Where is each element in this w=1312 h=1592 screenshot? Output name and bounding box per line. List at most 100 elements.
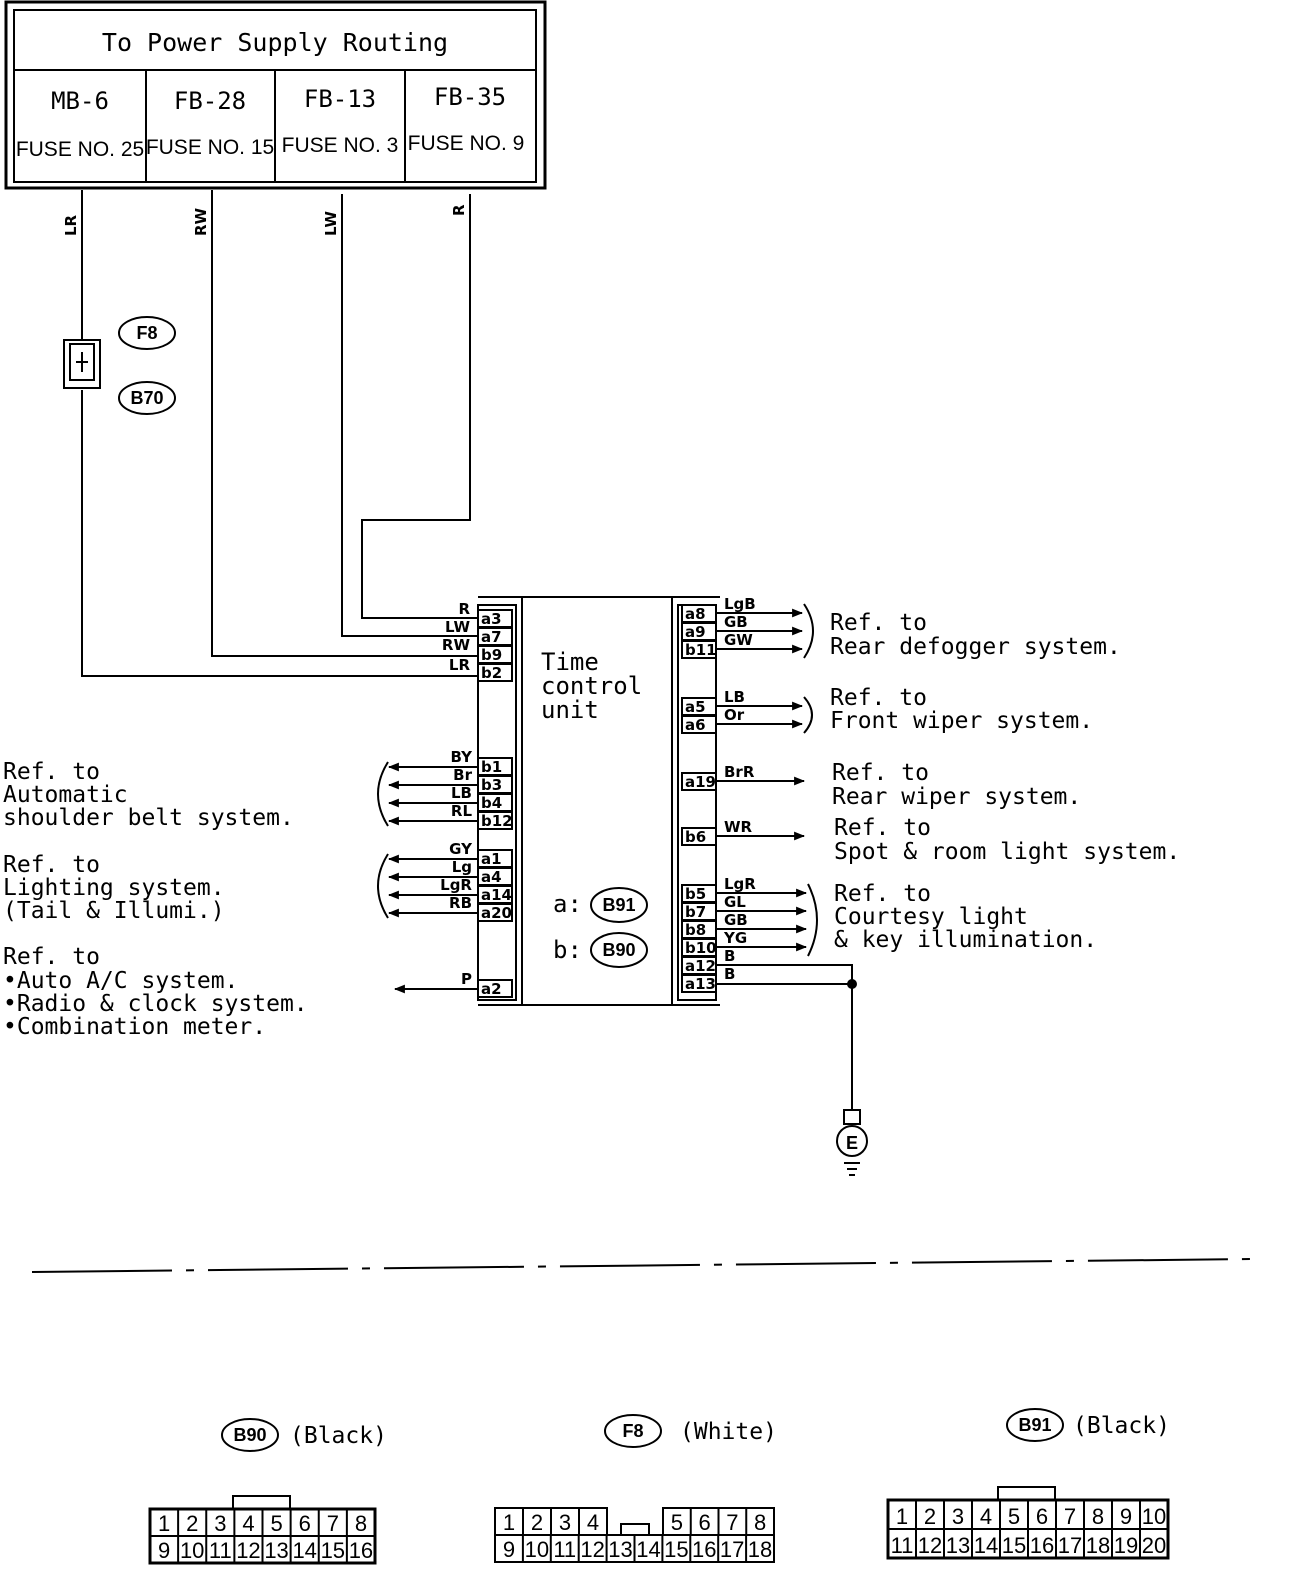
- b90-pin-2: 2: [186, 1511, 198, 1536]
- b90-pin-15: 15: [321, 1538, 345, 1563]
- b91-pin-8: 8: [1092, 1504, 1104, 1529]
- ground-circuit: [716, 964, 861, 1125]
- connector-a-label: a:: [553, 890, 582, 918]
- f8-pin-2: 2: [531, 1510, 543, 1535]
- f8-pin-9: 9: [503, 1537, 515, 1562]
- input-pins: a3 a7 b9 b2 R LW RW LR: [442, 600, 513, 682]
- b90-pin-11: 11: [209, 1538, 232, 1563]
- f8-pin-17: 17: [720, 1537, 744, 1562]
- svg-text:Front wiper system.: Front wiper system.: [830, 708, 1093, 734]
- wire-label-b2: B: [724, 965, 735, 983]
- ref-shoulder-belt: Ref. to Automatic shoulder belt system.: [3, 759, 294, 831]
- unit-label-line1: Time: [541, 648, 599, 676]
- rear-wiper-output: a19 BrR: [681, 763, 806, 791]
- b91-pin-13: 13: [946, 1533, 970, 1558]
- connector-b-label: b:: [553, 936, 582, 964]
- wire-label-b1: B: [724, 947, 735, 965]
- b90-pin-6: 6: [299, 1511, 311, 1536]
- pin-a8: a8: [685, 605, 706, 623]
- wire-label-gw: GW: [724, 631, 753, 649]
- b90-pin-13: 13: [264, 1538, 288, 1563]
- pin-a4: a4: [481, 868, 502, 886]
- ground-label: E: [846, 1133, 858, 1153]
- f8-pin-11: 11: [553, 1537, 576, 1562]
- legend-f8-color: (White): [680, 1419, 777, 1445]
- legend-f8: F8 (White): [604, 1414, 777, 1448]
- wire-label-p: P: [461, 970, 472, 988]
- f8-pin-7: 7: [726, 1510, 738, 1535]
- unit-label-line3: unit: [541, 696, 599, 724]
- b91-pin-1: 1: [896, 1504, 908, 1529]
- wire-label-yg: YG: [723, 929, 747, 947]
- b91-pin-3: 3: [952, 1504, 964, 1529]
- pin-b9: b9: [481, 646, 502, 664]
- f8-pin-4: 4: [587, 1510, 599, 1535]
- f8-pin-18: 18: [748, 1537, 772, 1562]
- pin-b5: b5: [685, 885, 706, 903]
- svg-text:Rear wiper system.: Rear wiper system.: [832, 784, 1081, 810]
- f8-pin-3: 3: [559, 1510, 571, 1535]
- wire-label-lr: LR: [62, 214, 80, 236]
- svg-text:shoulder belt system.: shoulder belt system.: [3, 805, 294, 831]
- pin-b8: b8: [685, 921, 706, 939]
- wire-label-lgb: LgB: [724, 595, 756, 613]
- f8-pin-13: 13: [608, 1537, 632, 1562]
- pin-a13: a13: [685, 975, 716, 993]
- b90-pin-5: 5: [270, 1511, 282, 1536]
- pin-a20: a20: [481, 904, 512, 922]
- b91-pin-4: 4: [980, 1504, 992, 1529]
- power-supply-title: To Power Supply Routing: [102, 28, 448, 57]
- svg-text:F8: F8: [136, 323, 157, 343]
- ref-spot-light: Ref. to Spot & room light system.: [834, 815, 1180, 865]
- f8-pin-6: 6: [699, 1510, 711, 1535]
- b90-pin-9: 9: [158, 1538, 170, 1563]
- front-wiper-outputs: a5 a6 LB Or: [681, 688, 813, 734]
- b91-pin-11: 11: [891, 1533, 914, 1558]
- svg-text:Lighting system.: Lighting system.: [3, 875, 225, 901]
- b91-pin-17: 17: [1058, 1533, 1082, 1558]
- pin-b1: b1: [481, 758, 502, 776]
- f8-pin-1: 1: [503, 1510, 515, 1535]
- wire-label-input-lw: LW: [445, 618, 470, 636]
- b91-pin-5: 5: [1008, 1504, 1020, 1529]
- svg-text:Rear defogger system.: Rear defogger system.: [830, 634, 1121, 660]
- wire-label-wr: WR: [724, 818, 753, 836]
- wire-label-lgr-right: LgR: [724, 875, 756, 893]
- spot-light-output: b6 WR: [681, 818, 806, 846]
- pin-b7: b7: [685, 903, 706, 921]
- b90-pin-1: 1: [158, 1511, 170, 1536]
- pin-b10: b10: [685, 939, 717, 957]
- pin-b4: b4: [481, 794, 502, 812]
- b90-pin-3: 3: [214, 1511, 226, 1536]
- power-wires: LR RW LW R: [62, 190, 478, 677]
- ref-courtesy: Ref. to Courtesy light & key illuminatio…: [834, 881, 1097, 953]
- wire-label-brr: BrR: [724, 763, 755, 781]
- legend-b90-color: (Black): [290, 1423, 387, 1449]
- wire-label-gy: GY: [449, 840, 473, 858]
- legend-b90: B90 (Black): [221, 1418, 387, 1452]
- b91-pin-18: 18: [1086, 1533, 1110, 1558]
- wire-label-rb: RB: [449, 894, 472, 912]
- wire-label-lw: LW: [322, 211, 340, 236]
- pin-a7: a7: [481, 628, 502, 646]
- fuse-block-fb35: FB-35: [434, 83, 506, 111]
- ref-lighting: Ref. to Lighting system. (Tail & Illumi.…: [3, 852, 225, 924]
- wire-label-lgr-left: LgR: [440, 876, 472, 894]
- svg-text:•Auto A/C system.: •Auto A/C system.: [3, 968, 238, 994]
- svg-text:B91: B91: [602, 895, 635, 915]
- connector-badge-f8: F8: [118, 316, 176, 350]
- ref-defogger: Ref. to Rear defogger system.: [830, 610, 1121, 660]
- b91-pin-19: 19: [1114, 1533, 1138, 1558]
- b90-pin-10: 10: [180, 1538, 204, 1563]
- wire-label-br: Br: [453, 766, 472, 784]
- belt-outputs: b1 b3 b4 b12 BY Br LB RL: [377, 748, 513, 830]
- wire-label-gb-court: GB: [724, 911, 748, 929]
- fuse-number-3: FUSE NO. 3: [282, 134, 399, 157]
- wire-label-gl: GL: [724, 893, 746, 911]
- pin-a5: a5: [685, 698, 706, 716]
- wire-label-by: BY: [451, 748, 474, 766]
- svg-text:Ref. to: Ref. to: [3, 852, 100, 878]
- pin-a12: a12: [685, 957, 716, 975]
- b91-pin-2: 2: [924, 1504, 936, 1529]
